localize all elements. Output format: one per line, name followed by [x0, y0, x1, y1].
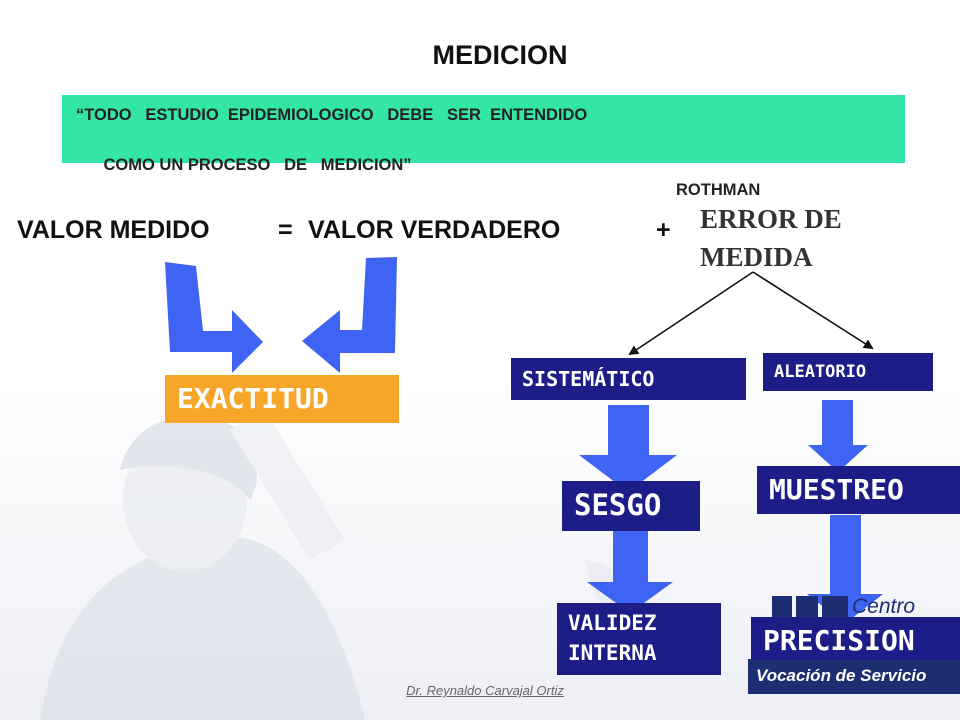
formula-error: ERROR DE MEDIDA: [700, 200, 842, 276]
quote-box: “TODO ESTUDIO EPIDEMIOLOGICO DEBE SER EN…: [62, 95, 905, 199]
formula-true-value: VALOR VERDADERO: [308, 216, 561, 244]
sistematico-box: SISTEMÁTICO: [511, 358, 746, 400]
logo-tagline: Vocación de Servicio: [756, 666, 927, 685]
formula-plus: +: [656, 216, 671, 244]
validez-interna-box: VALIDEZ INTERNA: [557, 603, 721, 675]
formula-measured: VALOR MEDIDO: [17, 216, 210, 244]
quote-line-2-text: COMO UN PROCESO DE MEDICION”: [103, 156, 412, 174]
logo-name: Centro: [852, 595, 916, 618]
logo-band: [748, 660, 960, 694]
quote-author: ROTHMAN: [676, 181, 761, 199]
sesgo-box: SESGO: [562, 481, 700, 531]
right-bend-arrow: [302, 257, 397, 373]
footer-author[interactable]: Dr. Reynaldo Carvajal Ortiz: [406, 683, 564, 698]
precision-box: PRECISION: [751, 617, 960, 664]
validez-line-1: VALIDEZ: [568, 611, 657, 635]
branch-arrows: [628, 271, 874, 356]
quote-line-2: COMO UN PROCESO DE MEDICION” ROTHMAN: [76, 128, 905, 228]
error-line-2: MEDIDA: [700, 242, 813, 272]
left-bend-arrow: [165, 262, 263, 373]
arrow-sesgo-to-validez: [587, 530, 673, 613]
arrow-aleatorio-to-muestreo: [808, 400, 868, 472]
slide-title: MEDICION: [432, 40, 568, 70]
exactitud-box: EXACTITUD: [165, 375, 399, 423]
quote-line-1: “TODO ESTUDIO EPIDEMIOLOGICO DEBE SER EN…: [76, 106, 588, 124]
formula-equals: =: [278, 216, 293, 244]
arrow-sistematico-to-sesgo: [579, 405, 677, 492]
aleatorio-box: ALEATORIO: [763, 353, 933, 391]
muestreo-box: MUESTREO: [757, 466, 960, 514]
validez-line-2: INTERNA: [568, 641, 657, 665]
error-line-1: ERROR DE: [700, 204, 842, 234]
